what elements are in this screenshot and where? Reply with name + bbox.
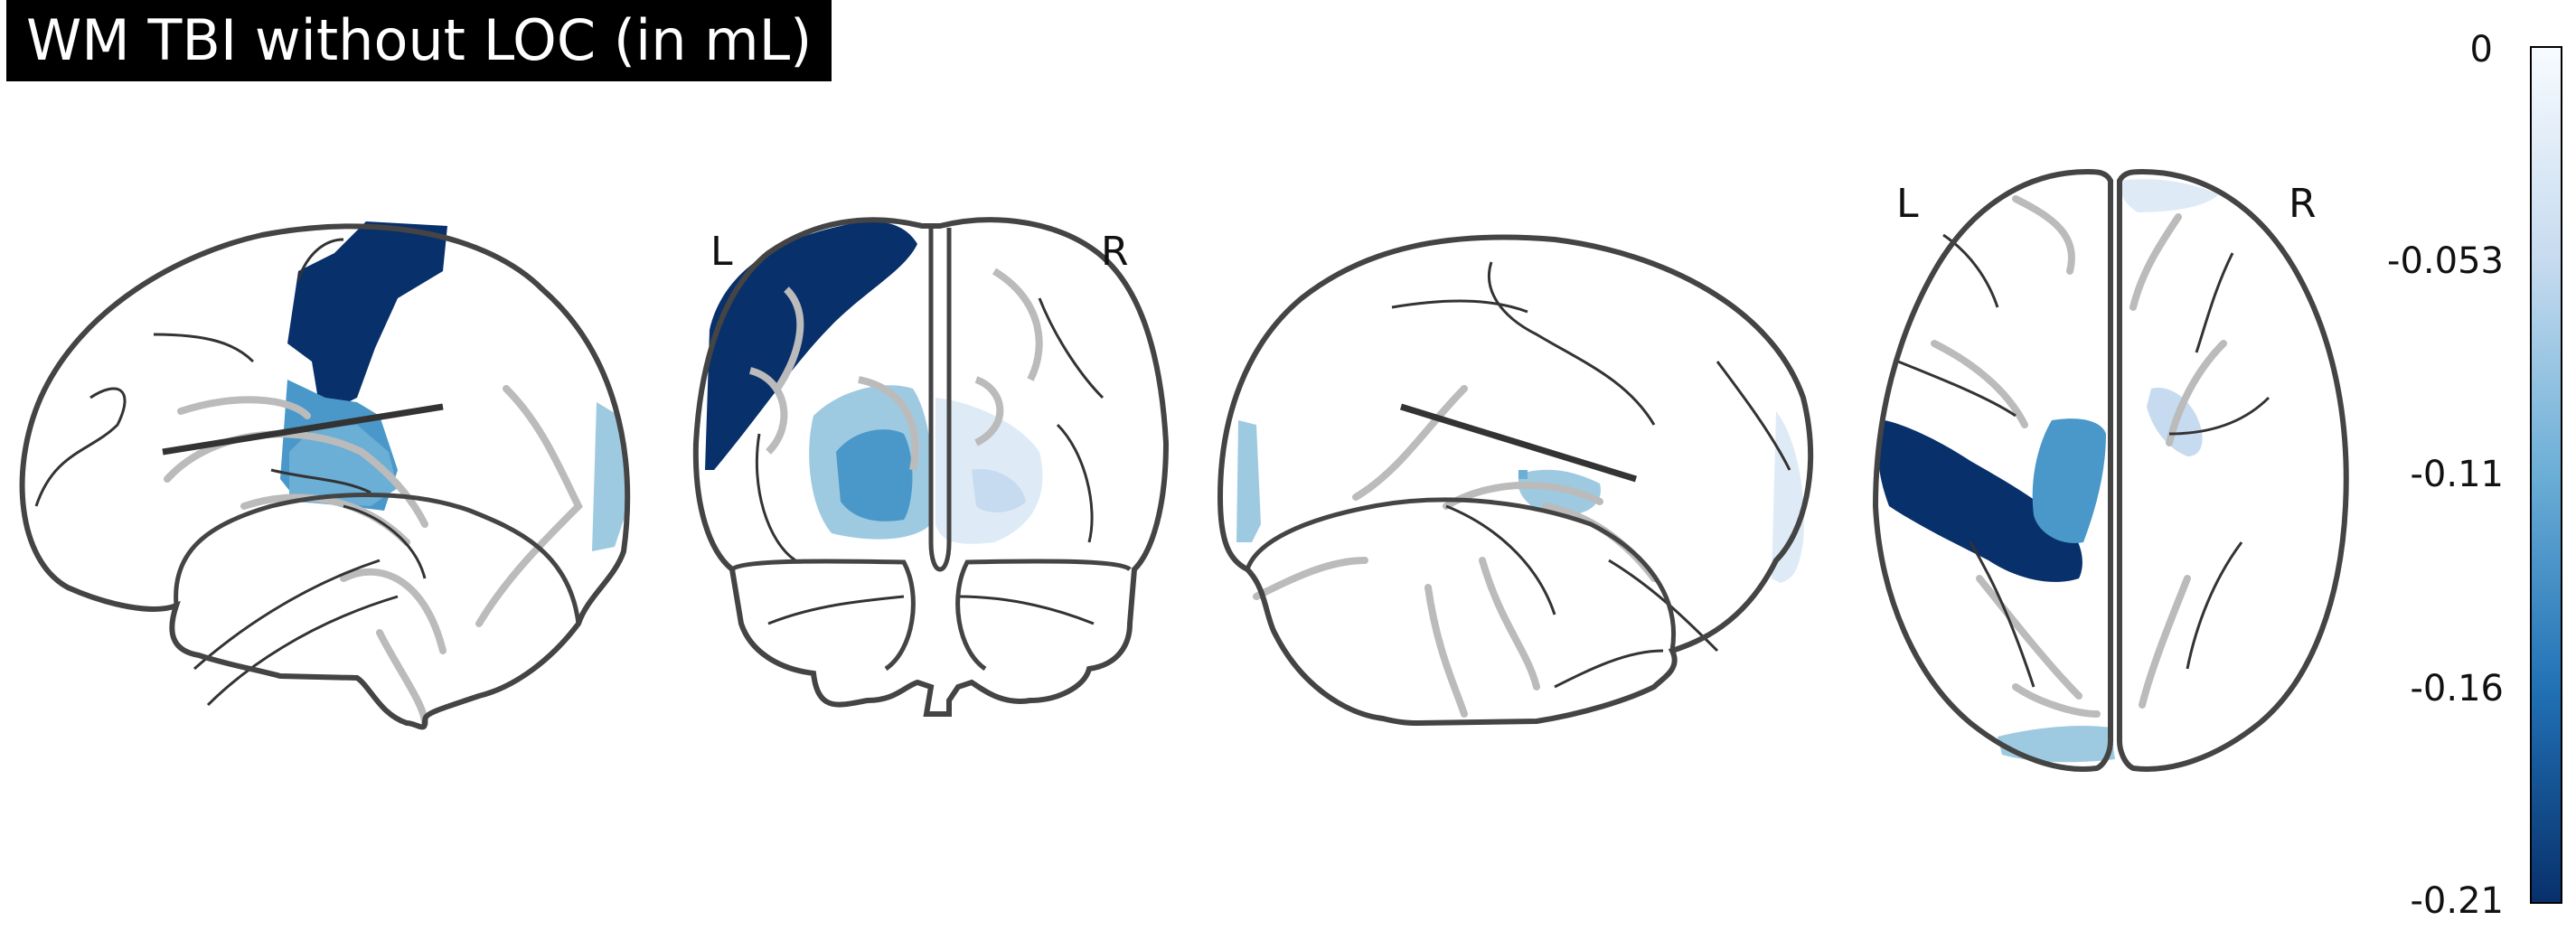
sagittal-left-outline <box>19 223 631 730</box>
sagittal-right-sulci <box>1391 261 1791 689</box>
axial-clusters <box>1878 179 2219 763</box>
sagittal-left-view <box>19 221 631 730</box>
axial-sulci-faint <box>1931 195 2227 718</box>
coronal-sulci <box>755 297 1105 625</box>
axial-right-label: R <box>2289 181 2317 227</box>
colorbar-tick-2: -0.11 <box>2411 454 2505 495</box>
coronal-clusters <box>705 221 1043 544</box>
figure-title: WM TBI without LOC (in mL) <box>6 0 832 81</box>
axial-right-hemisphere-outline <box>2117 168 2349 772</box>
sagittal-right-outline <box>1217 234 1814 727</box>
colorbar: 0 -0.053 -0.11 -0.16 -0.21 <box>2387 29 2562 922</box>
sagittal-right-sulci-faint <box>1253 385 1658 718</box>
coronal-right-label: R <box>1101 229 1129 275</box>
sagittal-right-view <box>1217 234 1814 727</box>
coronal-view: L R <box>692 217 1170 717</box>
sagittal-left-sulci <box>34 238 427 707</box>
coronal-sulci-faint <box>748 268 1043 471</box>
axial-left-hemisphere-outline <box>1872 168 2113 772</box>
colorbar-tick-3: -0.16 <box>2411 668 2505 709</box>
colorbar-tick-0: 0 <box>2470 29 2493 70</box>
coronal-outline <box>692 217 1170 717</box>
axial-left-label: L <box>1896 181 1919 227</box>
axial-view: L R <box>1872 168 2349 772</box>
colorbar-gradient <box>2530 46 2562 904</box>
coronal-left-label: L <box>710 229 733 275</box>
colorbar-tick-1: -0.053 <box>2387 240 2504 282</box>
colorbar-tick-4: -0.21 <box>2411 880 2505 922</box>
